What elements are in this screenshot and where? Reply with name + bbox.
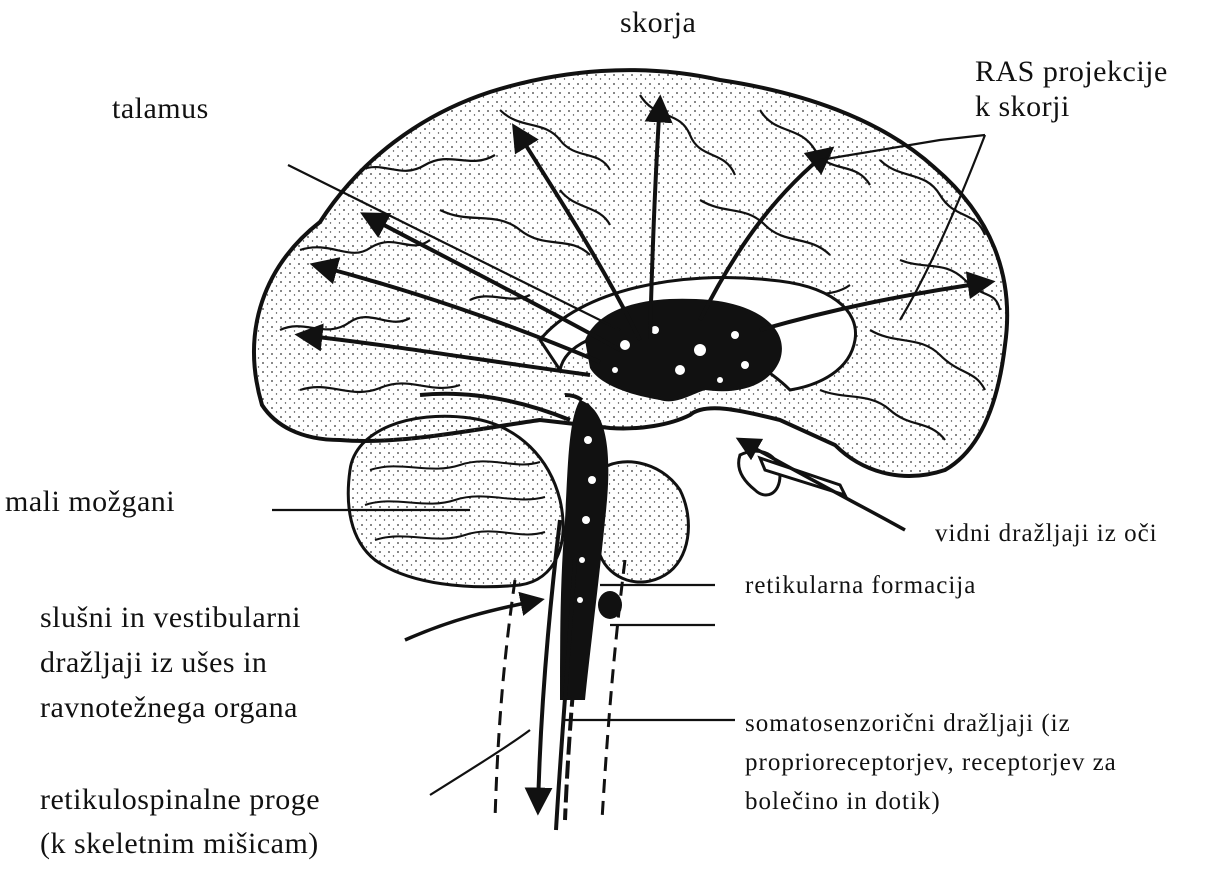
- label-reticular-formation: retikularna formacija: [745, 572, 976, 601]
- pons: [600, 462, 688, 582]
- label-somato-line1: somatosenzorični dražljaji (iz: [745, 705, 1117, 744]
- label-cerebellum: mali možgani: [5, 485, 175, 520]
- label-ras-line2: k skorji: [975, 90, 1168, 125]
- thalamus-mass: [585, 299, 782, 402]
- label-thalamus: talamus: [112, 92, 209, 127]
- label-spinal-line1: retikulospinalne proge: [40, 778, 320, 822]
- label-ras-line1: RAS projekcije: [975, 55, 1168, 90]
- label-auditory-input: slušni in vestibularni dražljaji iz ušes…: [40, 595, 301, 730]
- label-reticulospinal: retikulospinalne proge (k skeletnim miši…: [40, 778, 320, 865]
- label-spinal-line2: (k skeletnim mišicam): [40, 822, 320, 866]
- label-ras-projections: RAS projekcije k skorji: [975, 55, 1168, 124]
- label-somato-line2: proprioreceptorjev, receptorjev za: [745, 744, 1117, 783]
- label-somato-line3: bolečino in dotik): [745, 783, 1117, 822]
- label-auditory-line3: ravnotežnega organa: [40, 685, 301, 730]
- label-cortex: skorja: [620, 6, 696, 41]
- label-auditory-line1: slušni in vestibularni: [40, 595, 301, 640]
- label-visual-input: vidni dražljaji iz oči: [935, 520, 1158, 549]
- label-auditory-line2: dražljaji iz ušes in: [40, 640, 301, 685]
- cerebrum-outline: [254, 70, 1007, 476]
- label-somatosensory-input: somatosenzorični dražljaji (iz propriore…: [745, 705, 1117, 821]
